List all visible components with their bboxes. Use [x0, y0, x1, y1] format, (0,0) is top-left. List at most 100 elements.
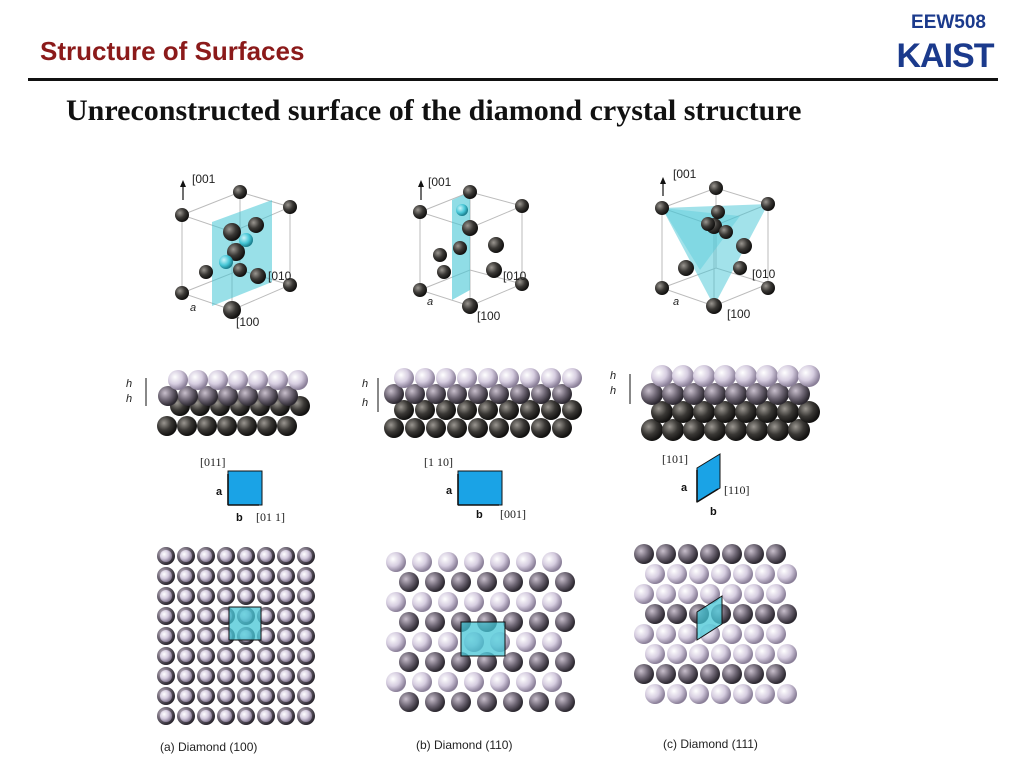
- atom: [426, 418, 446, 438]
- atom: [510, 384, 530, 404]
- atom: [451, 692, 471, 712]
- atom: [451, 572, 471, 592]
- atom: [641, 419, 663, 441]
- atom: [516, 552, 536, 572]
- layer-spacing-labels-c: h h: [610, 370, 631, 404]
- atom: [735, 365, 757, 387]
- atom: [208, 370, 228, 390]
- atom: [503, 612, 523, 632]
- cell-direction-label: [110]: [724, 483, 750, 497]
- atom: [468, 418, 488, 438]
- atom: [384, 418, 404, 438]
- atom: [541, 400, 561, 420]
- atom: [280, 570, 292, 582]
- atom: [667, 564, 687, 584]
- atom: [478, 368, 498, 388]
- atom: [280, 590, 292, 602]
- atom: [704, 419, 726, 441]
- atom: [541, 368, 561, 388]
- atom: [200, 630, 212, 642]
- atom: [490, 592, 510, 612]
- atom: [412, 552, 432, 572]
- atom: [722, 624, 742, 644]
- atom: [399, 692, 419, 712]
- atom: [714, 365, 736, 387]
- atom: [766, 584, 786, 604]
- atom: [700, 544, 720, 564]
- atom: [260, 670, 272, 682]
- axis-label-100: [100: [236, 315, 260, 329]
- atom: [180, 590, 192, 602]
- atom: [240, 670, 252, 682]
- atom: [562, 368, 582, 388]
- top-view-110: [386, 552, 575, 712]
- atom: [689, 564, 709, 584]
- atom: [438, 552, 458, 572]
- kaist-logo: KAIST: [893, 38, 997, 72]
- svg-text:h: h: [126, 378, 132, 390]
- atom: [200, 710, 212, 722]
- atom: [672, 401, 694, 423]
- unit-cell-cube-111: [001 [010 [100 a: [655, 167, 776, 321]
- atom: [160, 610, 172, 622]
- atom: [178, 386, 198, 406]
- axis-label-010: [010: [503, 269, 527, 283]
- atom: [656, 544, 676, 564]
- atom: [237, 416, 257, 436]
- atom: [645, 604, 665, 624]
- atom: [651, 401, 673, 423]
- atom: [798, 401, 820, 423]
- atom: [711, 684, 731, 704]
- atom: [180, 630, 192, 642]
- atom: [722, 664, 742, 684]
- atom: [197, 416, 217, 436]
- atom: [477, 692, 497, 712]
- atom: [555, 692, 575, 712]
- atom: [240, 650, 252, 662]
- svg-text:KAIST: KAIST: [897, 38, 995, 72]
- vector-a-label: a: [216, 486, 223, 498]
- atom: [200, 590, 212, 602]
- atom: [552, 418, 572, 438]
- atom: [268, 370, 288, 390]
- atom: [177, 416, 197, 436]
- atom: [436, 368, 456, 388]
- atom: [555, 612, 575, 632]
- atom: [180, 690, 192, 702]
- atom: [520, 368, 540, 388]
- atom: [280, 670, 292, 682]
- svg-text:h: h: [362, 378, 368, 390]
- cube-atoms: [413, 185, 529, 314]
- atom: [468, 384, 488, 404]
- atom: [447, 384, 467, 404]
- atom: [280, 650, 292, 662]
- atom: [198, 386, 218, 406]
- cell-direction-label: [011]: [200, 455, 226, 469]
- atom: [300, 690, 312, 702]
- atom: [667, 684, 687, 704]
- atom: [415, 368, 435, 388]
- atom: [280, 630, 292, 642]
- atom: [499, 368, 519, 388]
- atom: [278, 386, 298, 406]
- atom: [478, 400, 498, 420]
- atom: [700, 584, 720, 604]
- atom: [678, 584, 698, 604]
- atom: [746, 383, 768, 405]
- layer-spacing-labels-b: h h: [362, 378, 379, 412]
- atom: [220, 650, 232, 662]
- atom: [552, 384, 572, 404]
- atom: [755, 604, 775, 624]
- atom: [788, 419, 810, 441]
- atom: [689, 644, 709, 664]
- atom: [672, 365, 694, 387]
- slide-section-title: Structure of Surfaces: [40, 36, 305, 66]
- atom: [490, 672, 510, 692]
- atom: [722, 544, 742, 564]
- atom: [300, 710, 312, 722]
- atom: [238, 386, 258, 406]
- atom: [693, 401, 715, 423]
- atom: [220, 590, 232, 602]
- atom: [180, 610, 192, 622]
- cell-direction-label: [101]: [662, 452, 688, 466]
